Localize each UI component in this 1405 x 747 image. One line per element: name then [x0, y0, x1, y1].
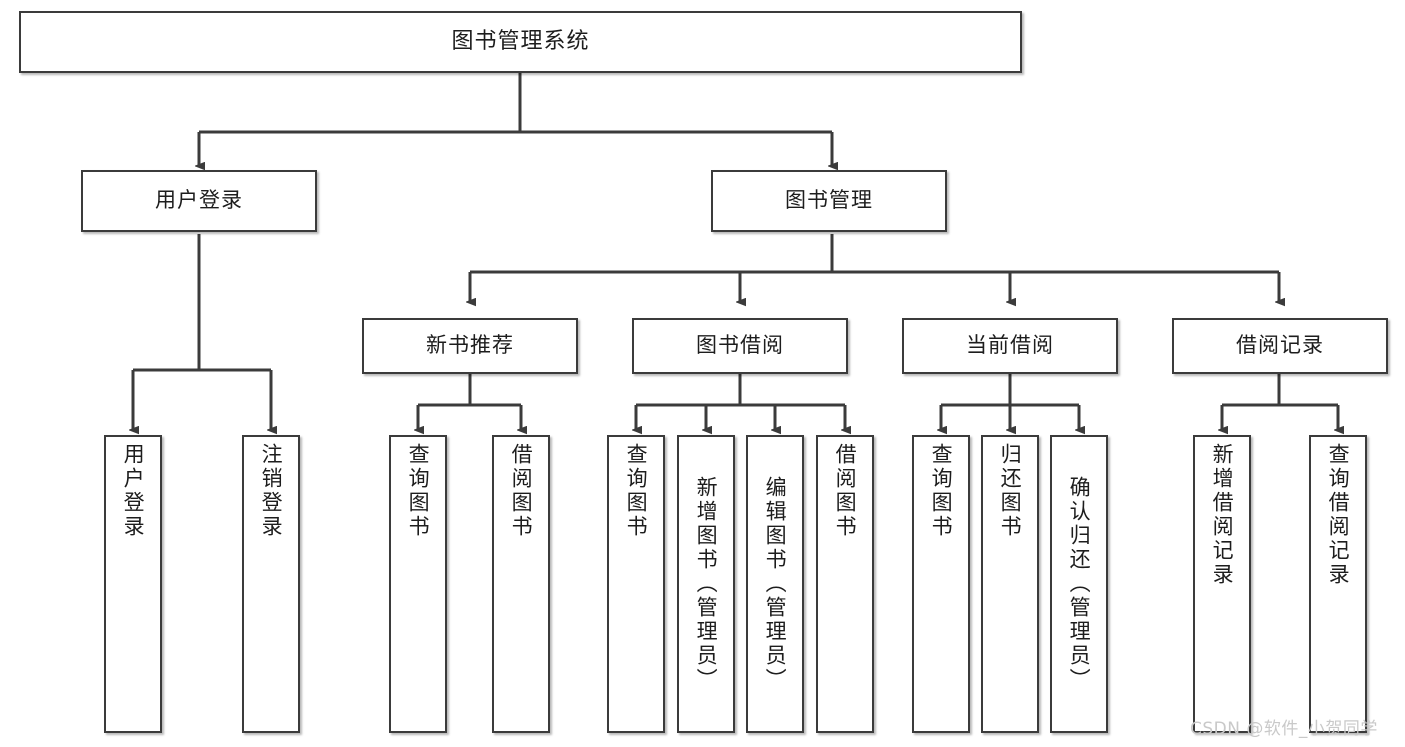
node-root-system[interactable]: 图书管理系统 [19, 11, 1022, 73]
leaf-book-borrow-add-admin[interactable]: 新增图书（管理员） [677, 435, 735, 733]
node-book-borrow[interactable]: 图书借阅 [632, 318, 848, 374]
leaf-current-borrow-query[interactable]: 查询图书 [912, 435, 970, 733]
leaf-new-book-query[interactable]: 查询图书 [389, 435, 447, 733]
leaf-current-borrow-confirm-admin[interactable]: 确认归还（管理员） [1050, 435, 1108, 733]
node-current-borrow[interactable]: 当前借阅 [902, 318, 1118, 374]
leaf-user-login-signout[interactable]: 注销登录 [242, 435, 300, 733]
csdn-watermark: CSDN @软件_小贺同学 [1190, 719, 1378, 739]
leaf-book-borrow-query[interactable]: 查询图书 [607, 435, 665, 733]
node-user-login[interactable]: 用户登录 [81, 170, 317, 232]
leaf-user-login-signin[interactable]: 用户登录 [104, 435, 162, 733]
node-new-book-recommend[interactable]: 新书推荐 [362, 318, 578, 374]
leaf-book-borrow-edit-admin[interactable]: 编辑图书（管理员） [746, 435, 804, 733]
node-book-management[interactable]: 图书管理 [711, 170, 947, 232]
leaf-new-book-borrow[interactable]: 借阅图书 [492, 435, 550, 733]
leaf-borrow-record-add[interactable]: 新增借阅记录 [1193, 435, 1251, 733]
leaf-book-borrow-borrow[interactable]: 借阅图书 [816, 435, 874, 733]
node-borrow-record[interactable]: 借阅记录 [1172, 318, 1388, 374]
leaf-current-borrow-return[interactable]: 归还图书 [981, 435, 1039, 733]
leaf-borrow-record-query[interactable]: 查询借阅记录 [1309, 435, 1367, 733]
